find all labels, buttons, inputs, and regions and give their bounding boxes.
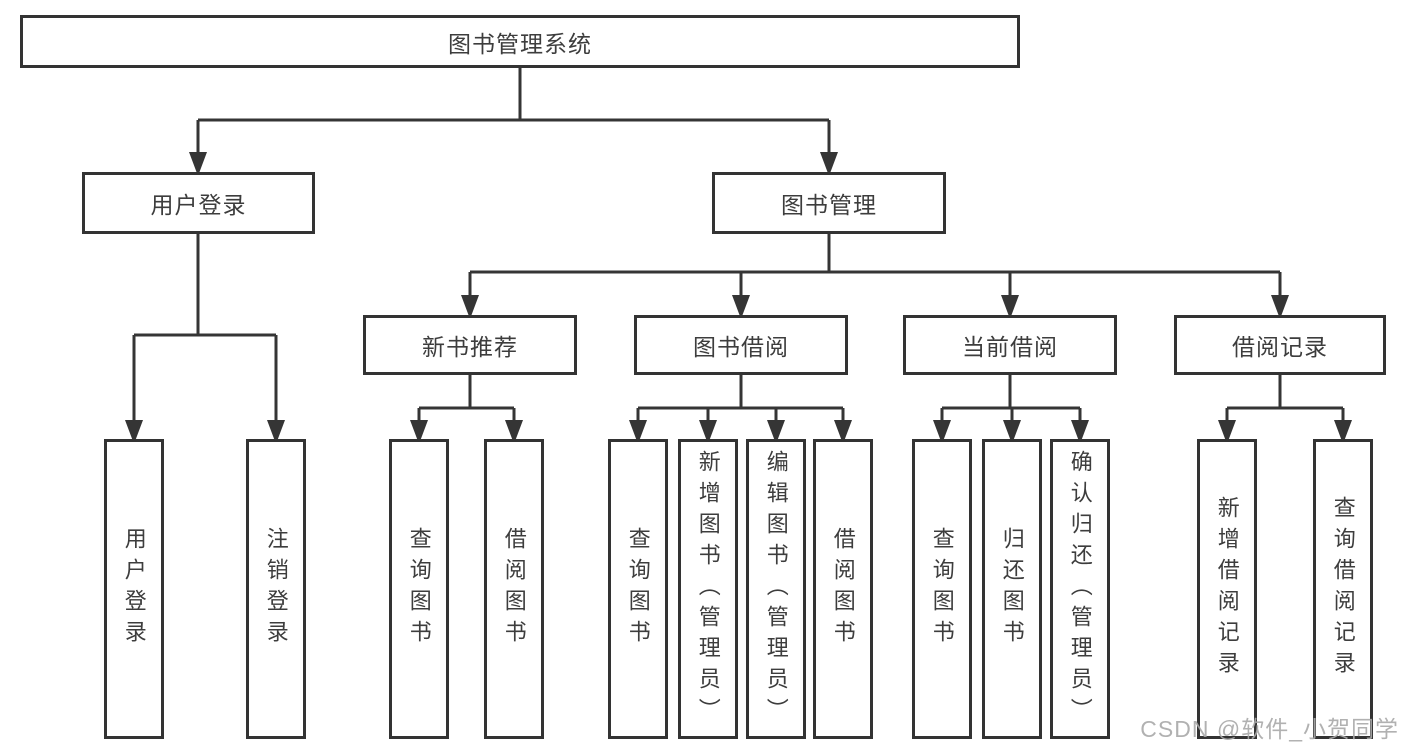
leaf-add-books-admin-label: 新增图书（管理员） <box>695 449 721 729</box>
leaf-borrow-books: 借阅图书 <box>813 439 873 739</box>
connector-root-branch <box>189 66 838 176</box>
watermark: CSDN @软件_小贺同学 <box>1140 716 1399 742</box>
node-book-management-label: 图书管理 <box>781 192 877 218</box>
node-user-login-label: 用户登录 <box>150 192 247 218</box>
node-new-book-recommend: 新书推荐 <box>363 315 577 375</box>
node-root-system-label: 图书管理系统 <box>448 30 592 57</box>
leaf-return-books: 归还图书 <box>982 439 1042 739</box>
node-book-management: 图书管理 <box>712 172 946 234</box>
leaf-return-books-label: 归还图书 <box>999 527 1025 651</box>
leaf-edit-books-admin-label: 编辑图书（管理员） <box>763 449 789 729</box>
connector-new-book-branch <box>410 375 523 444</box>
leaf-query-books-recommend-label: 查询图书 <box>406 527 432 651</box>
leaf-user-login-label: 用户登录 <box>121 527 147 651</box>
node-book-borrow-label: 图书借阅 <box>693 334 789 360</box>
leaf-borrow-books-recommend-label: 借阅图书 <box>501 527 527 651</box>
leaf-confirm-return-admin: 确认归还（管理员） <box>1050 439 1110 739</box>
leaf-add-borrow-record-label: 新增借阅记录 <box>1214 496 1240 682</box>
node-root-system: 图书管理系统 <box>20 15 1020 68</box>
connector-book-borrow-branch <box>629 375 852 444</box>
leaf-borrow-books-recommend: 借阅图书 <box>484 439 544 739</box>
connector-user-login-branch <box>125 232 285 444</box>
node-current-borrow: 当前借阅 <box>903 315 1117 375</box>
node-new-book-recommend-label: 新书推荐 <box>422 334 518 360</box>
leaf-add-borrow-record: 新增借阅记录 <box>1197 439 1257 739</box>
leaf-query-books-borrow: 查询图书 <box>608 439 668 739</box>
leaf-query-books-current-label: 查询图书 <box>929 527 955 651</box>
leaf-user-login: 用户登录 <box>104 439 164 739</box>
leaf-query-books-borrow-label: 查询图书 <box>625 527 651 651</box>
connector-book-management-branch <box>461 232 1289 319</box>
leaf-borrow-books-label: 借阅图书 <box>830 527 856 651</box>
leaf-query-borrow-record-label: 查询借阅记录 <box>1330 496 1356 682</box>
leaf-confirm-return-admin-label: 确认归还（管理员） <box>1067 449 1093 729</box>
node-book-borrow: 图书借阅 <box>634 315 848 375</box>
node-borrow-records: 借阅记录 <box>1174 315 1386 375</box>
leaf-query-borrow-record: 查询借阅记录 <box>1313 439 1373 739</box>
node-current-borrow-label: 当前借阅 <box>962 334 1058 360</box>
connector-current-borrow-branch <box>933 375 1089 444</box>
node-user-login: 用户登录 <box>82 172 315 234</box>
leaf-query-books-current: 查询图书 <box>912 439 972 739</box>
leaf-add-books-admin: 新增图书（管理员） <box>678 439 738 739</box>
connector-borrow-records-branch <box>1218 375 1352 444</box>
leaf-logout: 注销登录 <box>246 439 306 739</box>
leaf-query-books-recommend: 查询图书 <box>389 439 449 739</box>
node-borrow-records-label: 借阅记录 <box>1232 334 1328 360</box>
leaf-edit-books-admin: 编辑图书（管理员） <box>746 439 806 739</box>
leaf-logout-label: 注销登录 <box>263 527 289 651</box>
